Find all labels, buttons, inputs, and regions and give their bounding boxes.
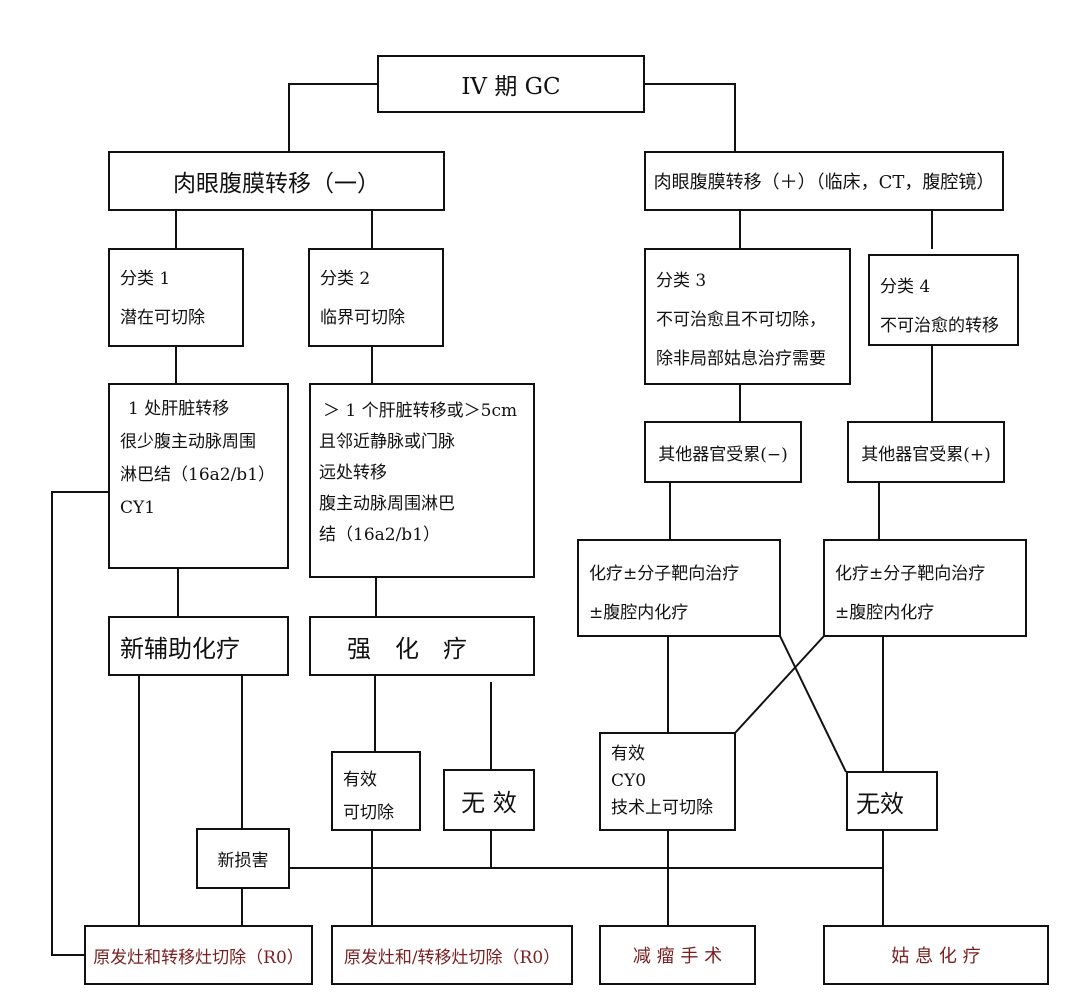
chemo-left-box: 化疗±分子靶向治疗 ±腹腔内化疗 (577, 539, 781, 637)
criteria2-line1: ＞ 1 个肝脏转移或＞5cm (323, 401, 518, 421)
connector (644, 83, 736, 152)
criteria1-box: 1 处肝脏转移 很少腹主动脉周围 淋巴结（16a2/b1） CY1 (108, 383, 289, 569)
title-text: IV 期 GC (461, 74, 561, 100)
class2-label: 分类 2 (320, 269, 371, 289)
class4-desc: 不可治愈的转移 (880, 316, 999, 336)
ineffective-right-text: 无效 (856, 789, 904, 818)
outcome-r0-resection-alt-box: 原发灶和/转移灶切除（R0） (331, 925, 573, 985)
connector (779, 635, 847, 773)
organ-negative-box: 其他器官受累(−) (644, 421, 802, 483)
ineffective-right-box: 无效 (846, 771, 938, 831)
organ-negative-text: 其他器官受累(−) (658, 444, 788, 465)
criteria2-line5: 结（16a2/b1） (319, 525, 441, 545)
class4-box: 分类 4 不可治愈的转移 (868, 254, 1019, 346)
chemo-left-line2: ±腹腔内化疗 (589, 603, 689, 623)
class4-label: 分类 4 (880, 277, 931, 297)
effective-resectable-line1: 有效 (343, 770, 377, 790)
criteria2-line3: 远处转移 (319, 463, 387, 483)
effective-resectable-line2: 可切除 (343, 803, 394, 823)
class3-box: 分类 3 不可治愈且不可切除， 除非局部姑息治疗需要 (644, 248, 851, 385)
organ-positive-box: 其他器官受累(+) (847, 421, 1005, 483)
effective-resectable-box: 有效 可切除 (331, 751, 421, 831)
class1-box: 分类 1 潜在可切除 (108, 248, 244, 347)
class1-desc: 潜在可切除 (120, 308, 205, 328)
intensive-chemo-box: 强 化 疗 (309, 616, 535, 676)
outcome-palliative-box: 姑 息 化 疗 (823, 925, 1049, 985)
intensive-chemo-text: 强 化 疗 (347, 634, 467, 663)
connector (288, 83, 378, 152)
outcome-r0-resection-alt-text: 原发灶和/转移灶切除（R0） (343, 947, 561, 968)
title-box: IV 期 GC (377, 55, 645, 113)
outcome-r0-resection-text: 原发灶和转移灶切除（R0） (93, 947, 304, 968)
chemo-left-line1: 化疗±分子靶向治疗 (589, 564, 740, 584)
peritoneal-positive-text: 肉眼腹膜转移（＋）（临床，CT，腹腔镜） (653, 172, 995, 193)
effective-cy0-line3: 技术上可切除 (611, 798, 713, 818)
class3-desc2: 除非局部姑息治疗需要 (656, 349, 826, 369)
class1-label: 分类 1 (120, 269, 171, 289)
class3-desc1: 不可治愈且不可切除， (656, 310, 826, 330)
criteria1-line4: CY1 (120, 498, 156, 518)
criteria1-line2: 很少腹主动脉周围 (120, 432, 256, 452)
outcome-cytoreductive-box: 减 瘤 手 术 (599, 925, 756, 985)
criteria1-line3: 淋巴结（16a2/b1） (120, 465, 276, 485)
criteria2-box: ＞ 1 个肝脏转移或＞5cm 且邻近静脉或门脉 远处转移 腹主动脉周围淋巴 结（… (309, 383, 535, 578)
outcome-palliative-text: 姑 息 化 疗 (891, 946, 981, 967)
class2-box: 分类 2 临界可切除 (308, 248, 444, 347)
peritoneal-positive-box: 肉眼腹膜转移（＋）（临床，CT，腹腔镜） (644, 151, 1004, 211)
chemo-right-line1: 化疗±分子靶向治疗 (835, 564, 986, 584)
effective-cy0-line1: 有效 (611, 744, 645, 764)
connector (734, 635, 825, 734)
organ-positive-text: 其他器官受累(+) (861, 444, 991, 465)
neoadjuvant-box: 新辅助化疗 (108, 616, 289, 676)
neoadjuvant-text: 新辅助化疗 (120, 634, 240, 663)
effective-cy0-box: 有效 CY0 技术上可切除 (599, 732, 736, 831)
connector (51, 491, 108, 956)
criteria2-line4: 腹主动脉周围淋巴 (319, 494, 455, 514)
class3-label: 分类 3 (656, 271, 707, 291)
class2-desc: 临界可切除 (320, 308, 405, 328)
peritoneal-negative-text: 肉眼腹膜转移（一） (173, 171, 380, 197)
effective-cy0-line2: CY0 (611, 771, 647, 791)
ineffective-mid-text: 无 效 (461, 788, 517, 817)
chemo-right-box: 化疗±分子靶向治疗 ±腹腔内化疗 (823, 539, 1027, 637)
peritoneal-negative-box: 肉眼腹膜转移（一） (108, 151, 445, 211)
ineffective-mid-box: 无 效 (443, 769, 535, 831)
new-lesion-text: 新损害 (217, 851, 269, 871)
outcome-r0-resection-box: 原发灶和转移灶切除（R0） (84, 925, 313, 985)
criteria2-line2: 且邻近静脉或门脉 (319, 432, 455, 452)
criteria1-line1: 1 处肝脏转移 (128, 399, 230, 419)
chemo-right-line2: ±腹腔内化疗 (835, 603, 935, 623)
new-lesion-box: 新损害 (196, 828, 290, 889)
outcome-cytoreductive-text: 减 瘤 手 术 (632, 946, 723, 967)
